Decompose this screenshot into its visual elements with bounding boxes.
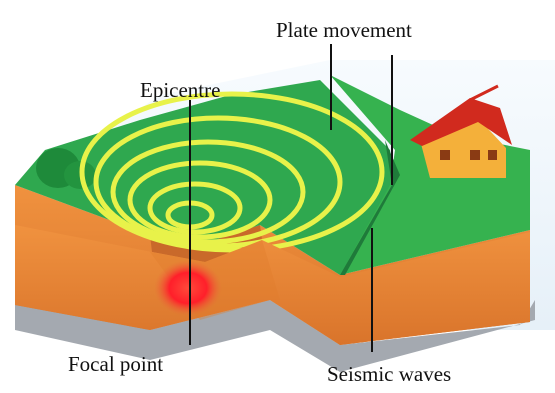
- focal-point-marker: [154, 260, 222, 316]
- ground-surface-left: [15, 80, 395, 275]
- house-icon: [410, 84, 512, 178]
- focal-point-label: Focal point: [68, 352, 164, 376]
- rock-layer: [15, 300, 535, 372]
- soil-front-face: [15, 225, 530, 345]
- epicentre-label: Epicentre: [140, 78, 221, 102]
- seismic-waves-label: Seismic waves: [327, 362, 452, 386]
- plate-movement-label: Plate movement: [276, 18, 412, 42]
